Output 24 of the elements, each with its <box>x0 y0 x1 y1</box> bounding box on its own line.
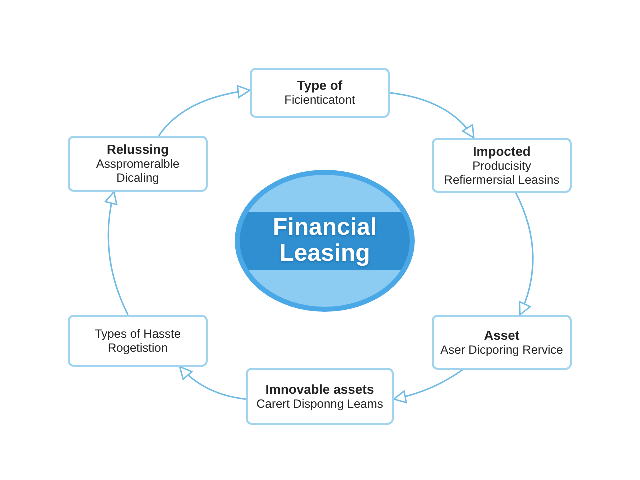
step-box <box>68 315 208 367</box>
curved-arrow <box>515 192 534 316</box>
step-text: Ficienticatont <box>284 93 356 107</box>
step-box <box>250 68 390 118</box>
step-box <box>432 315 572 370</box>
step-text: Asspromeralble Dicaling <box>95 157 181 185</box>
step-text: Producisity Refiermersial Leasins <box>443 158 561 186</box>
curved-arrow <box>105 191 129 316</box>
curved-arrow <box>158 86 251 136</box>
step-heading: Asset <box>484 328 520 342</box>
step-heading: Relussing <box>106 143 170 157</box>
curved-arrow <box>390 92 475 139</box>
curved-arrow <box>393 369 464 404</box>
step-box <box>246 368 394 425</box>
curved-arrow <box>179 366 246 400</box>
step-heading: Type of <box>297 79 343 93</box>
step-heading: Imnovable assets <box>266 382 374 396</box>
step-text: Types of Hasste Rogetistion <box>94 327 182 355</box>
step-box <box>68 136 208 192</box>
step-box <box>432 138 572 193</box>
step-heading: Impocted <box>473 144 531 158</box>
step-text: Aser Dicporing Rervice <box>440 342 564 356</box>
center-title: Financial Leasing <box>272 215 378 267</box>
step-text: Carert Disponng Leams <box>256 396 384 410</box>
